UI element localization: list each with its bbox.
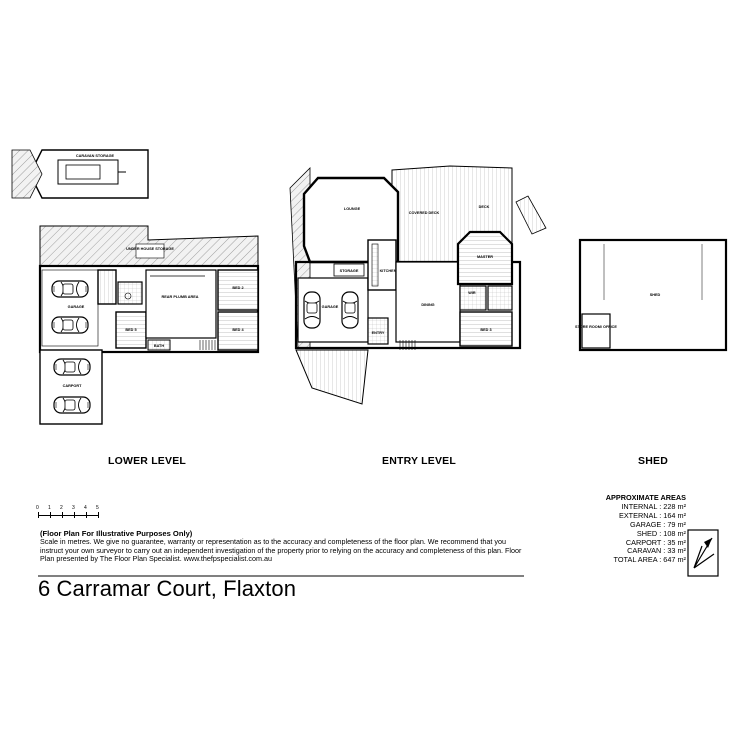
bed5-label: BED 5 <box>125 328 136 332</box>
storage-label: STORAGE <box>340 269 359 273</box>
rumpus-label: REAR PLUMB AREA <box>162 295 199 299</box>
lower-level-plan: UNDER HOUSE STORAGE GARAGE BED 5 BATH RE… <box>38 225 260 425</box>
lounge-label: LOUNGE <box>344 207 361 211</box>
scale-bar: 0 1 2 3 4 5 <box>36 505 108 524</box>
master-label: MASTER <box>477 255 493 259</box>
scale-line <box>38 515 98 516</box>
bath-label: BATH <box>154 344 165 348</box>
entry-level-plan: DECK COVERED DECK LOUNGE STORAGE GARAGE … <box>289 165 547 405</box>
caravan-storage-label: CARAVAN STORAGE <box>76 154 115 158</box>
store-room-label: STORE ROOM/ OFFICE <box>575 325 617 329</box>
lower-level-title: LOWER LEVEL <box>108 455 187 467</box>
area-shed: SHED : 108 m² <box>636 528 686 538</box>
shed-room-label: SHED <box>650 293 661 297</box>
entry-level-title: ENTRY LEVEL <box>382 455 456 467</box>
bed3-label: BED 3 <box>480 328 491 332</box>
disclaimer: (Floor Plan For Illustrative Purposes On… <box>40 529 530 564</box>
entry-label: ENTRY <box>372 331 385 335</box>
deck-label: DECK <box>479 205 490 209</box>
area-internal: INTERNAL : 228 m² <box>621 501 686 511</box>
disclaimer-heading: (Floor Plan For Illustrative Purposes On… <box>40 529 193 538</box>
scale-tick-label: 1 <box>48 505 51 511</box>
bed4-label: BED 4 <box>232 328 244 332</box>
under-house-label: UNDER HOUSE STORAGE <box>126 247 174 251</box>
area-caravan: CARAVAN : 33 m² <box>627 546 686 556</box>
scale-tick-label: 5 <box>96 505 99 511</box>
carport-label: CARPORT <box>63 384 82 388</box>
bed2-label: BED 2 <box>232 286 243 290</box>
shed-plan: SHED STORE ROOM/ OFFICE <box>575 238 728 352</box>
area-carport: CARPORT : 35 m² <box>625 537 686 547</box>
property-address: 6 Carramar Court, Flaxton <box>38 576 297 601</box>
dining-label: DINING <box>421 303 434 307</box>
north-compass-icon <box>687 529 719 577</box>
entry-garage-label: GARAGE <box>322 305 339 309</box>
lower-garage-label: GARAGE <box>68 305 85 309</box>
areas-heading: APPROXIMATE AREAS <box>605 493 686 502</box>
scale-tick-label: 0 <box>36 505 39 511</box>
wir-label: WIR <box>468 291 476 295</box>
area-total: TOTAL AREA : 647 m² <box>613 555 686 565</box>
scale-tick-label: 3 <box>72 505 75 511</box>
scale-tick-label: 2 <box>60 505 63 511</box>
area-garage: GARAGE : 79 m² <box>630 519 686 529</box>
covered-deck-label: COVERED DECK <box>409 211 440 215</box>
kitchen-label: KITCHEN <box>380 269 397 273</box>
area-external: EXTERNAL : 164 m² <box>618 510 686 520</box>
approximate-areas: APPROXIMATE AREAS INTERNAL : 228 m² EXTE… <box>560 493 686 565</box>
shed-title: SHED <box>638 455 668 467</box>
disclaimer-body: Scale in metres. We give no guarantee, w… <box>40 537 522 564</box>
scale-tick-label: 4 <box>84 505 87 511</box>
caravan-storage-area: CARAVAN STORAGE <box>11 149 149 199</box>
